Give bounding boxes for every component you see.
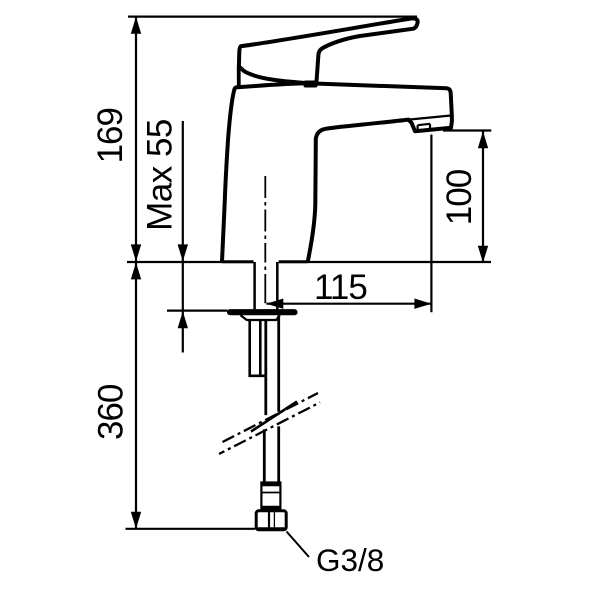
svg-text:100: 100 [440,169,479,225]
svg-text:115: 115 [314,268,367,307]
svg-text:360: 360 [91,384,130,440]
svg-text:Max 55: Max 55 [141,119,180,231]
svg-text:169: 169 [91,108,130,163]
svg-text:G3/8: G3/8 [316,542,384,578]
